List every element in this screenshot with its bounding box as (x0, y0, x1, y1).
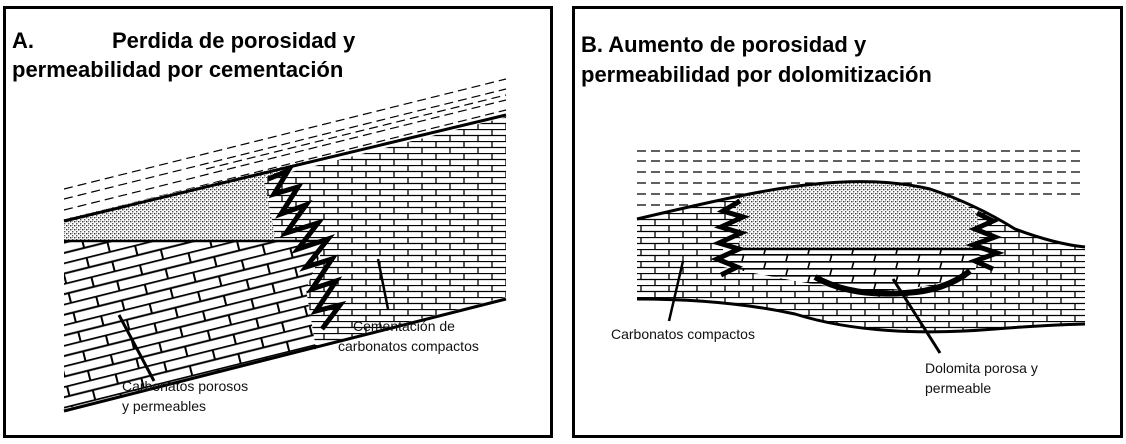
dolomite-label-line2: permeable (925, 380, 992, 396)
porous-bricks-a (64, 241, 326, 409)
panel-a-diagram (63, 78, 507, 413)
dolomite-stipple-b (735, 181, 981, 249)
panel-b-diagram (636, 150, 1086, 354)
shale-dashes-a (63, 78, 507, 221)
panel-b-title-line1: B. Aumento de porosidad y (581, 32, 867, 57)
panel-b-title-line2: permeabilidad por dolomitización (581, 62, 932, 87)
porous-wedge-a (64, 161, 306, 241)
dolomite-front-left (710, 198, 751, 278)
panel-b: B. Aumento de porosidad y permeabilidad … (572, 6, 1123, 438)
porous-label-line2: y permeables (122, 398, 207, 414)
dolomite-bricks-b (723, 249, 981, 291)
porous-label-line1: Carbonatos porosos (122, 378, 249, 394)
cement-label-line2: carbonatos compactos (338, 338, 479, 354)
panel-a-letter: A. (12, 28, 34, 53)
compact-label: Carbonatos compactos (611, 326, 755, 342)
panel-a: A. Perdida de porosidad y permeabilidad p… (3, 6, 553, 438)
panel-a-title-line1: A. Perdida de porosidad y (12, 27, 355, 55)
cement-label-line1: Cementación de (353, 318, 455, 334)
dolomite-front-right (965, 210, 1005, 272)
dolomite-label-line1: Dolomita porosa y (925, 360, 1038, 376)
panel-a-title-line2: permeabilidad por cementación (12, 57, 344, 82)
cementation-front-a (267, 165, 347, 331)
panel-a-title-text: Perdida de porosidad y (112, 28, 356, 53)
dolomite-base (813, 268, 972, 297)
